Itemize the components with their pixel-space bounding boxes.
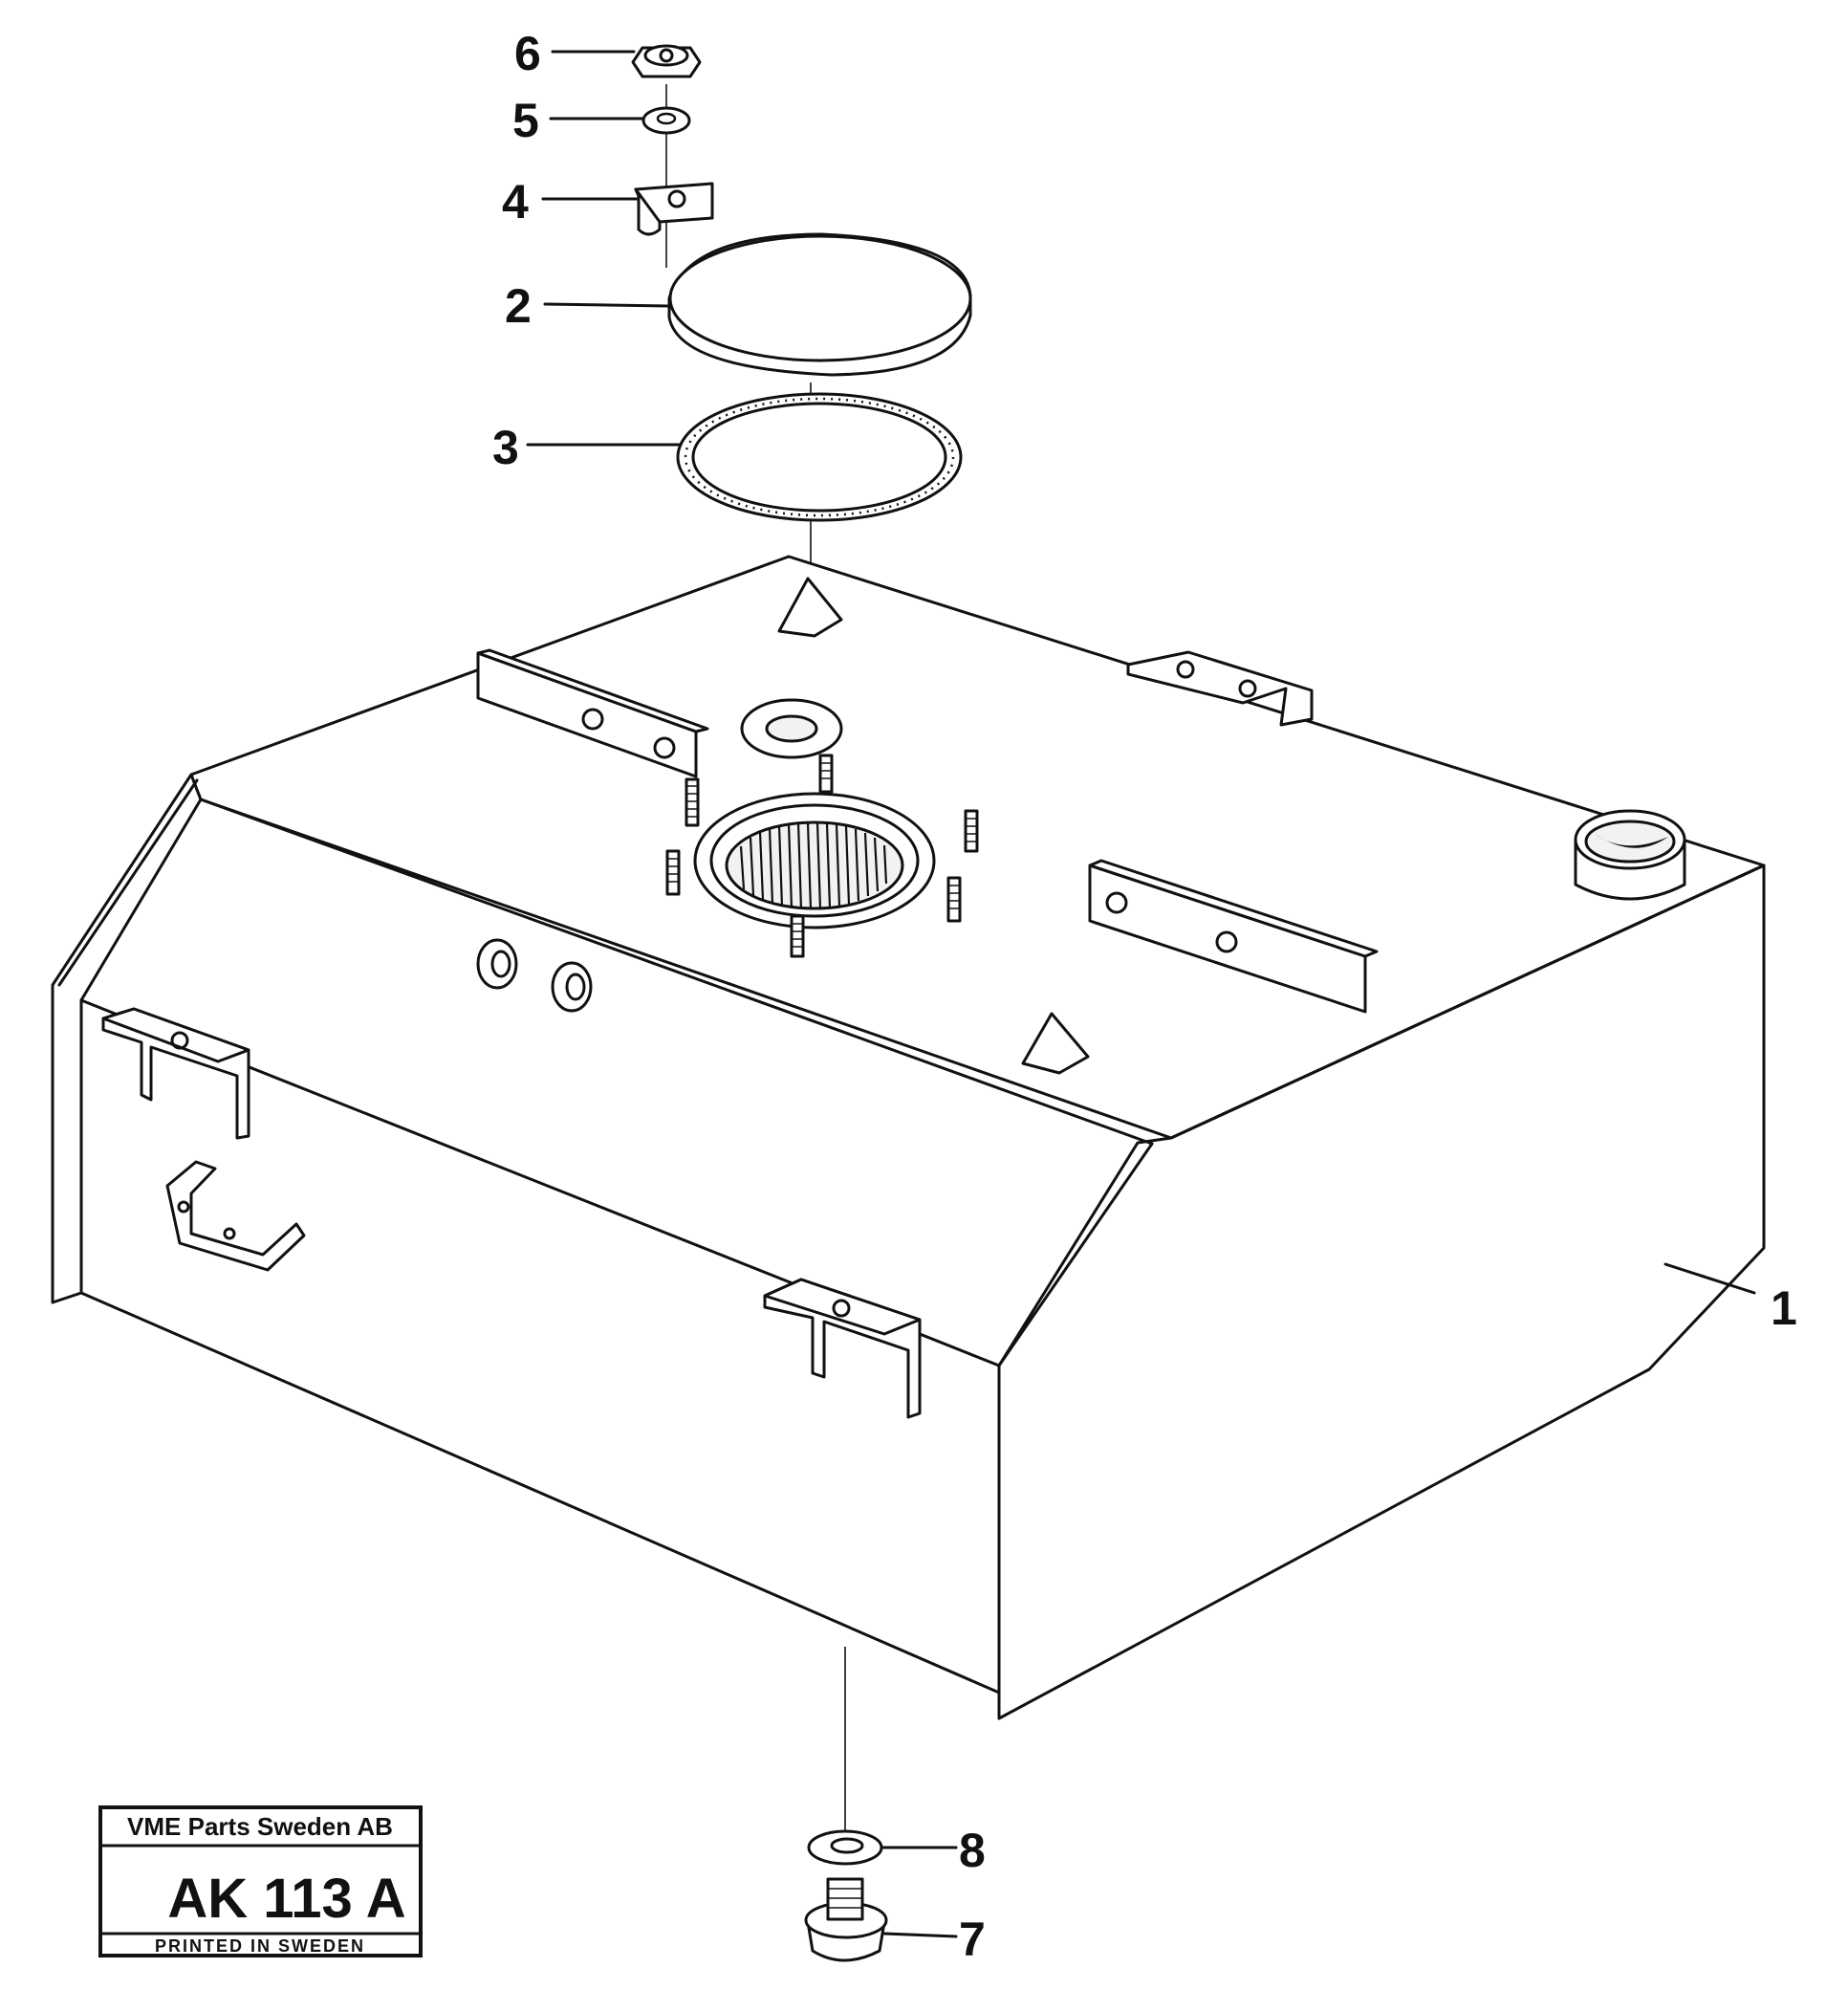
cover-part-2 (667, 232, 972, 377)
callout-label-7: 7 (959, 1913, 986, 1966)
gasket-part-3 (676, 392, 963, 522)
top-lug-triangular (777, 577, 1090, 1075)
callout-label-1: 1 (1771, 1281, 1797, 1335)
washer-part-5 (641, 106, 691, 135)
callout-label-4: 4 (502, 175, 529, 229)
drain-plug-part-7 (804, 1877, 888, 1962)
callout-5: 5 (512, 94, 645, 147)
front-mounting-bracket-left (101, 1007, 250, 1140)
top-lug-rear (1126, 650, 1314, 727)
tank-opening-strainer (693, 792, 936, 929)
front-mounting-bracket-right (763, 1278, 922, 1419)
callout-2: 2 (505, 279, 671, 333)
stamp-footer: PRINTED IN SWEDEN (155, 1936, 365, 1956)
callout-1: 1 (1663, 1262, 1797, 1335)
callout-7: 7 (882, 1913, 986, 1966)
callout-3: 3 (492, 421, 683, 474)
stamp-company: VME Parts Sweden AB (127, 1812, 393, 1841)
callout-label-8: 8 (959, 1824, 986, 1877)
top-bracket-right (1088, 859, 1379, 1014)
washer-part-8 (807, 1829, 883, 1866)
tank-body (51, 555, 1766, 1720)
front-handle (165, 1160, 306, 1272)
stamp-code: AK 113 A (167, 1868, 405, 1930)
callout-8: 8 (880, 1824, 986, 1877)
callout-label-5: 5 (512, 94, 539, 147)
callout-label-6: 6 (514, 27, 541, 80)
callout-label-2: 2 (505, 279, 532, 333)
front-face-bosses (476, 938, 593, 1013)
callout-label-3: 3 (492, 421, 519, 474)
small-flange (740, 698, 843, 759)
studs (665, 754, 979, 958)
callout-6: 6 (514, 27, 636, 80)
clamp-part-4 (634, 182, 714, 236)
stamp-box: VME Parts Sweden AB AK 113 A PRINTED IN … (98, 1805, 423, 1957)
filler-neck (1574, 809, 1686, 901)
nut-part-6 (631, 44, 702, 78)
callout-4: 4 (502, 175, 641, 229)
top-bracket-left (476, 648, 709, 778)
